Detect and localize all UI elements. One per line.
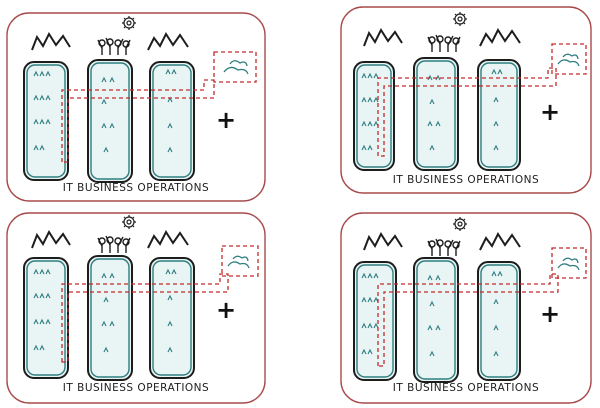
silo-right: [477, 59, 521, 171]
stick-person-icon: [33, 68, 177, 153]
panel-label: IT BUSINESS OPERATIONS: [392, 174, 540, 186]
panel-bottom-left: IT BUSINESS OPERATIONS +: [6, 212, 266, 404]
panel-label: IT BUSINESS OPERATIONS: [62, 182, 210, 194]
gear-icon: [453, 217, 467, 231]
gear-icon: [122, 215, 136, 229]
zigzag-wave-icon: [479, 27, 521, 47]
dashed-connector: [377, 67, 557, 157]
dashed-connector: [377, 273, 559, 367]
hand-cloud-icon: [557, 53, 580, 67]
silo-middle: [413, 257, 459, 383]
zigzag-wave-icon: [31, 31, 71, 51]
stick-person-icon: [361, 270, 503, 357]
silo-right: [149, 61, 195, 181]
panel-frame: [340, 6, 592, 194]
panel-label: IT BUSINESS OPERATIONS: [392, 382, 540, 394]
silo-right: [149, 257, 195, 379]
hands-up-team-icon: [97, 37, 131, 55]
hand-cloud-icon: [557, 257, 580, 271]
silo-left: [23, 61, 69, 181]
hand-cloud-icon: [227, 255, 250, 269]
panel-drawing: [340, 212, 592, 404]
silo-middle: [87, 59, 133, 183]
hands-up-team-icon: [427, 238, 461, 256]
plus-sign: +: [216, 106, 237, 134]
panel-top-left: IT BUSINESS OPERATIONS +: [6, 12, 266, 202]
zigzag-wave-icon: [363, 27, 403, 47]
hands-up-team-icon: [427, 34, 461, 52]
zigzag-wave-icon: [31, 229, 71, 249]
silo-right: [477, 261, 521, 381]
plus-sign: +: [540, 300, 561, 328]
dashed-connector: [61, 273, 229, 363]
hands-up-team-icon: [97, 235, 131, 253]
panel-frame: [340, 212, 592, 404]
silo-middle: [87, 255, 133, 381]
panel-top-right: IT BUSINESS OPERATIONS +: [340, 6, 592, 194]
panel-drawing: [6, 212, 266, 404]
silo-left: [353, 261, 397, 381]
zigzag-wave-icon: [147, 31, 189, 51]
cloud-box: [213, 51, 257, 83]
stick-person-icon: [361, 68, 503, 151]
panel-frame: [6, 12, 266, 202]
plus-sign: +: [540, 98, 561, 126]
silo-middle: [413, 57, 459, 171]
zigzag-wave-icon: [363, 231, 403, 251]
panel-bottom-right: IT BUSINESS OPERATIONS +: [340, 212, 592, 404]
zigzag-wave-icon: [147, 229, 189, 249]
stick-person-icon: [33, 268, 177, 353]
panel-label: IT BUSINESS OPERATIONS: [62, 382, 210, 394]
gear-icon: [453, 12, 467, 26]
panel-frame: [6, 212, 266, 404]
plus-sign: +: [216, 296, 237, 324]
panel-drawing: [6, 12, 266, 202]
cloud-box: [551, 43, 587, 75]
cloud-box: [551, 247, 587, 279]
panel-drawing: [340, 6, 592, 194]
cloud-box: [221, 245, 259, 277]
zigzag-wave-icon: [479, 231, 521, 251]
hand-cloud-icon: [223, 60, 249, 75]
gear-icon: [122, 16, 136, 30]
